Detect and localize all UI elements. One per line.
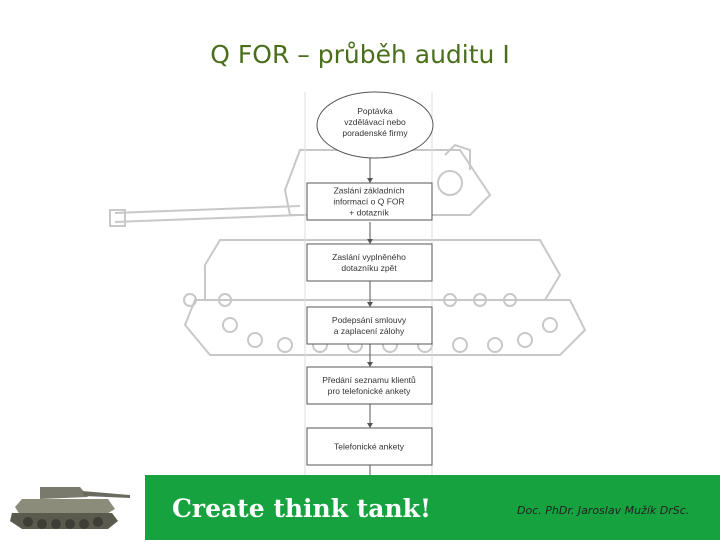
flow-step-5: Telefonické ankety <box>306 427 433 466</box>
flow-step-box <box>306 182 433 221</box>
flow-step-box <box>306 306 433 345</box>
flow-start-line: poradenské firmy <box>342 128 408 138</box>
footer-logo-area <box>0 475 145 540</box>
tank-watermark <box>109 143 587 356</box>
tank-logo-icon <box>10 487 130 529</box>
flow-start-line: vzdělávací nebo <box>344 117 406 127</box>
footer-bar <box>145 475 720 540</box>
footer <box>0 475 720 540</box>
flow-start-line: Poptávka <box>357 106 393 116</box>
slide-title: Q FOR – průběh auditu I <box>210 40 510 69</box>
flow-step-box <box>306 366 433 405</box>
flow-step-box <box>306 427 433 466</box>
flow-step-box <box>306 243 433 282</box>
author-name: Doc. PhDr. Jaroslav Mužík DrSc. <box>517 504 690 517</box>
flow-step-label: Telefonické ankety <box>334 442 405 452</box>
slogan: Create think tank! <box>172 494 431 523</box>
